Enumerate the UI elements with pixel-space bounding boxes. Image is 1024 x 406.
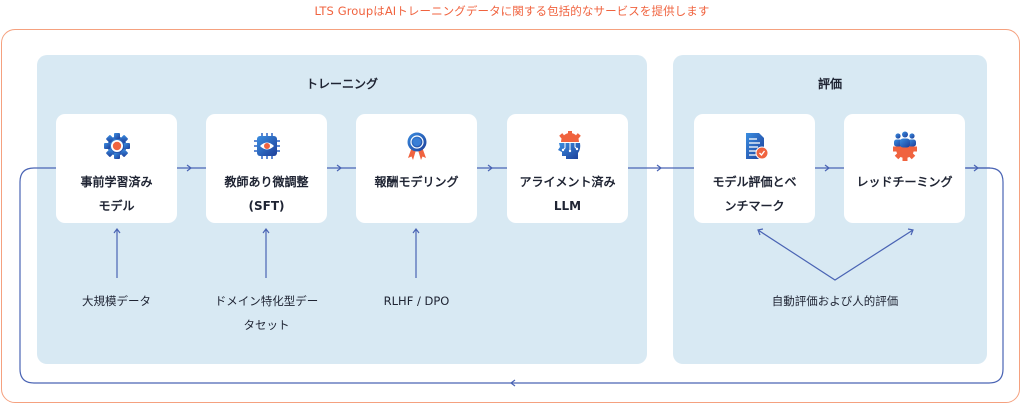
card-aligned-llm: アライメント済み LLM <box>507 114 628 223</box>
card-sft: 教師あり微調整 (SFT) <box>206 114 327 223</box>
card-reward-modeling: 報酬モデリング <box>356 114 477 223</box>
eval-method-arrows <box>757 229 914 281</box>
input-label-domain-dataset: ドメイン特化型デー タセット <box>196 289 337 337</box>
document-check-icon <box>694 131 815 161</box>
card-label-line1: 事前学習済み <box>80 175 153 189</box>
card-red-teaming: レッドチーミング <box>844 114 965 223</box>
card-label-line1: アライメント済み <box>519 175 616 189</box>
team-gear-icon <box>844 131 965 161</box>
card-label-line2: (SFT) <box>248 199 285 213</box>
input-label-large-data: 大規模データ <box>56 289 177 313</box>
card-label-line1: 報酬モデリング <box>374 175 459 189</box>
input-label-line1: 大規模データ <box>82 294 151 308</box>
card-model-evaluation: モデル評価とベ ンチマーク <box>694 114 815 223</box>
input-label-line2: タセット <box>243 318 290 332</box>
banner-title: LTS GroupはAIトレーニングデータに関する包括的なサービスを提供します <box>314 4 710 18</box>
card-pretrained-model: 事前学習済み モデル <box>56 114 177 223</box>
chip-eye-icon <box>206 131 327 161</box>
loop-arrow-head <box>510 379 516 387</box>
evaluation-title: 評価 <box>817 77 842 91</box>
card-label-line2: LLM <box>553 199 582 213</box>
gear-icon <box>56 131 177 161</box>
card-label-line1: 教師あり微調整 <box>224 175 309 189</box>
input-label-rlhf-dpo: RLHF / DPO <box>356 289 477 313</box>
card-label-line1: レッドチーミング <box>856 175 953 189</box>
award-ribbon-icon <box>356 131 477 161</box>
input-label-line1: RLHF / DPO <box>383 294 450 308</box>
card-label-line2: モデル <box>98 199 135 213</box>
card-label-line1: モデル評価とベ <box>712 175 797 189</box>
card-label-line2: ンチマーク <box>724 199 785 213</box>
ai-head-icon <box>507 131 628 161</box>
evaluation-method-label: 自動評価および人的評価 <box>771 294 899 308</box>
outer-frame <box>1 29 1020 403</box>
training-title: トレーニング <box>305 77 378 91</box>
input-label-line1: ドメイン特化型デー <box>214 294 319 308</box>
